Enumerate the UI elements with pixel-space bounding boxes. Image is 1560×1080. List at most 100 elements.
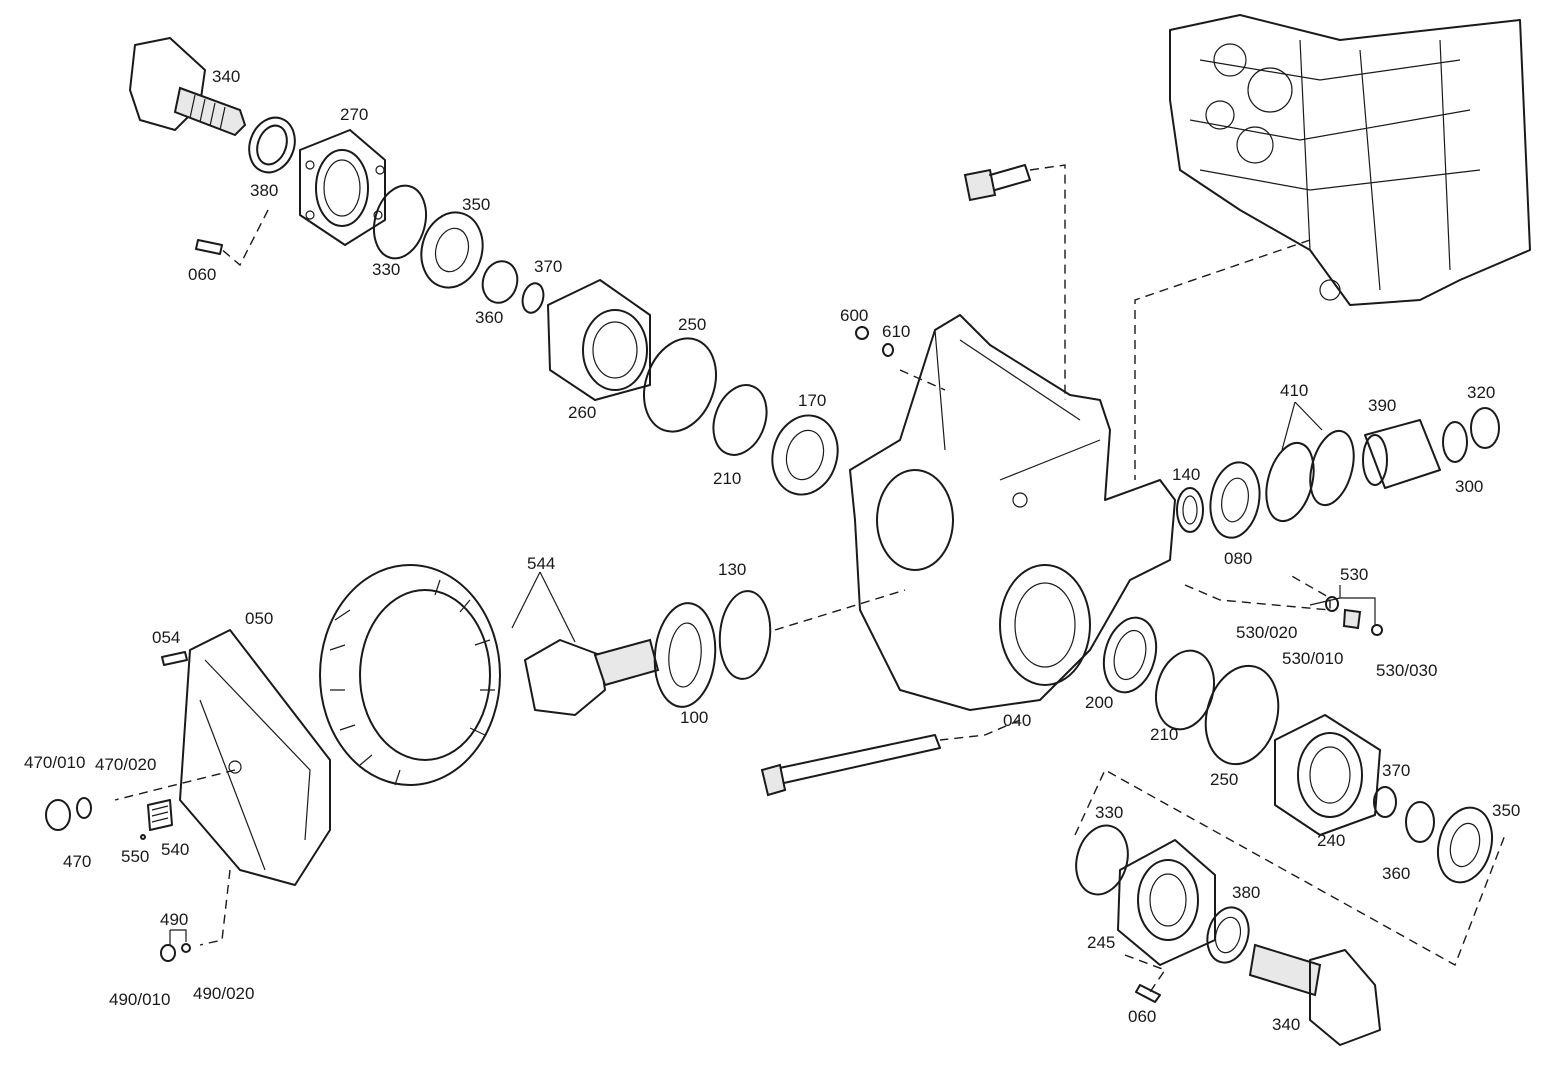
callout-210-bottom: 210 [1150, 725, 1178, 744]
callout-390: 390 [1368, 396, 1396, 415]
callout-340-bottom: 340 [1272, 1015, 1300, 1034]
callout-270: 270 [340, 105, 368, 124]
callout-100: 100 [680, 708, 708, 727]
callout-260: 260 [568, 403, 596, 422]
callout-470-020: 470/020 [95, 755, 156, 774]
callout-245: 245 [1087, 933, 1115, 952]
bearing-cover-245 [1117, 839, 1216, 966]
callout-550: 550 [121, 847, 149, 866]
callout-040: 040 [1003, 711, 1031, 730]
callout-170: 170 [798, 391, 826, 410]
spacer-140 [1176, 487, 1204, 533]
callout-410: 410 [1280, 381, 1308, 400]
label-plate-540 [147, 799, 173, 831]
bevel-ring-gear [319, 564, 501, 786]
oil-plug-470 [45, 797, 92, 831]
rivet-550 [140, 834, 146, 840]
o-ring-250-top [643, 337, 717, 433]
callout-210-top: 210 [713, 469, 741, 488]
callout-bracket-lines [169, 401, 1376, 945]
callout-490: 490 [160, 910, 188, 929]
callout-530-020: 530/020 [1236, 623, 1297, 642]
drive-pinion-544 [524, 638, 660, 716]
callout-320: 320 [1467, 383, 1495, 402]
nut-600 [855, 326, 869, 340]
callout-054: 054 [152, 628, 180, 647]
axle-housing-040 [849, 314, 1176, 711]
oil-plug-490 [160, 943, 191, 962]
spacer-ring-360-bottom [1405, 801, 1435, 843]
output-flange-shaft-top [129, 37, 247, 137]
bearing-100 [653, 602, 717, 708]
callout-060-bottom: 060 [1128, 1007, 1156, 1026]
snap-ring-370-top [521, 282, 545, 314]
callout-140: 140 [1172, 465, 1200, 484]
callout-370-top: 370 [534, 257, 562, 276]
callout-330-top: 330 [372, 260, 400, 279]
output-flange-shaft-bottom [1248, 943, 1381, 1046]
roller-bearing-170 [771, 414, 839, 496]
callout-600: 600 [840, 306, 868, 325]
screw-060-top [195, 239, 223, 255]
o-ring-210-top [712, 384, 768, 456]
callout-380-top: 380 [250, 181, 278, 200]
callout-360-bottom: 360 [1382, 864, 1410, 883]
callout-530-010: 530/010 [1282, 649, 1343, 668]
bearing-housing-260 [547, 279, 651, 401]
callout-530-030: 530/030 [1376, 661, 1437, 680]
callout-130: 130 [718, 560, 746, 579]
callout-470: 470 [63, 852, 91, 871]
callout-544: 544 [527, 554, 555, 573]
callout-340-top: 340 [212, 67, 240, 86]
o-ring-130 [718, 590, 772, 680]
bearing-housing-240 [1274, 714, 1381, 836]
callout-330-bottom: 330 [1095, 803, 1123, 822]
callout-540: 540 [161, 840, 189, 859]
callout-240: 240 [1317, 831, 1345, 850]
gearbox-housing-illustration [1169, 14, 1531, 306]
screw-054 [161, 651, 188, 666]
assembly-leader-lines [114, 164, 1506, 993]
nut-320 [1470, 407, 1500, 449]
callout-470-010: 470/010 [24, 753, 85, 772]
callout-080: 080 [1224, 549, 1252, 568]
housing-cover-050 [179, 629, 331, 886]
callout-060-top: 060 [188, 265, 216, 284]
snap-ring-370-bottom [1373, 786, 1397, 818]
cap-screw-top [963, 164, 1031, 202]
callout-360-top: 360 [475, 308, 503, 327]
callout-490-020: 490/020 [193, 984, 254, 1003]
callout-490-010: 490/010 [109, 990, 170, 1009]
callout-labels: 340 270 380 350 330 060 370 360 250 260 … [24, 67, 1520, 1034]
callout-380-bottom: 380 [1232, 883, 1260, 902]
o-ring-210-bottom [1155, 649, 1215, 731]
ball-bearing-350-top [420, 211, 484, 289]
seal-ring-380-bottom [1206, 906, 1250, 964]
bearing-200 [1102, 616, 1158, 694]
o-ring-330-top [373, 184, 427, 260]
callout-370-bottom: 370 [1382, 761, 1410, 780]
washer-300 [1442, 421, 1468, 463]
callout-250-bottom: 250 [1210, 770, 1238, 789]
bearing-race-410 [1265, 429, 1355, 523]
callout-200: 200 [1085, 693, 1113, 712]
callout-350-bottom: 350 [1492, 801, 1520, 820]
ball-bearing-350-bottom [1437, 806, 1493, 884]
o-ring-330-bottom [1075, 824, 1129, 896]
bearing-cover-270 [299, 129, 386, 246]
callout-300: 300 [1455, 477, 1483, 496]
callout-050: 050 [245, 609, 273, 628]
callout-250-top: 250 [678, 315, 706, 334]
bearing-080 [1209, 461, 1261, 539]
callout-610: 610 [882, 322, 910, 341]
o-ring-250-bottom [1204, 664, 1280, 766]
stud-bolt [760, 734, 941, 797]
seal-ring-380-top [248, 116, 296, 174]
callout-350-top: 350 [462, 195, 490, 214]
screw-060-bottom [1135, 984, 1161, 1003]
callout-530: 530 [1340, 565, 1368, 584]
sleeve-390 [1362, 419, 1441, 489]
spacer-ring-360-top [481, 260, 519, 304]
breather-530 [1325, 596, 1383, 636]
